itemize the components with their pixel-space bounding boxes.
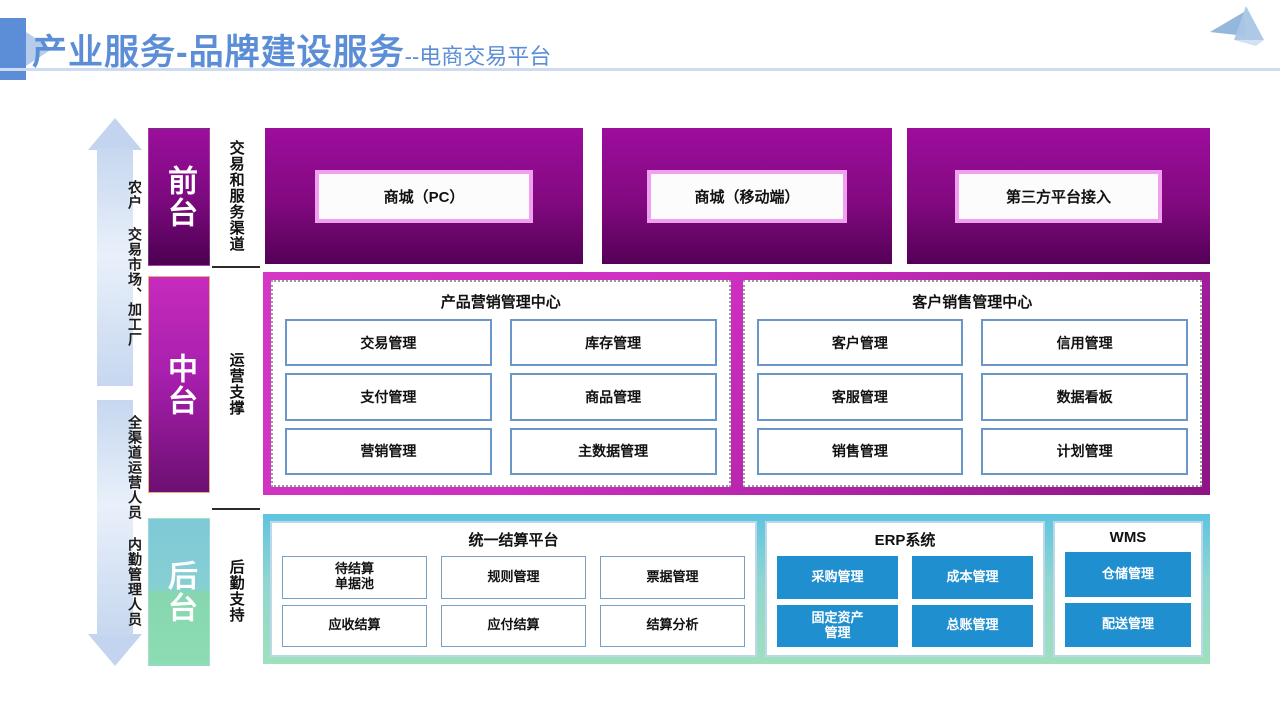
panel-product-marketing-title: 产品营销管理中心 [440,294,561,311]
divider-middle-back [212,508,260,510]
cell-marketing-mgmt[interactable]: 营销管理 [285,427,492,475]
back-tier-container: 统一结算平台 待结算单据池 规则管理 票据管理 应收结算 应付结算 结算分析 E… [263,514,1210,664]
actor-flow-arrows: 农户 交易市场、加工厂 全渠道运营人员 内勤管理人员 [88,118,143,666]
front-card-third-party-label: 第三方平台接入 [954,169,1163,223]
header-underline [0,68,1280,71]
cell-payable-settlement[interactable]: 应付结算 [441,604,586,647]
panel-settlement: 统一结算平台 待结算单据池 规则管理 票据管理 应收结算 应付结算 结算分析 [270,521,757,657]
panel-settlement-grid: 待结算单据池 规则管理 票据管理 应收结算 应付结算 结算分析 [282,556,745,647]
panel-erp-title: ERP系统 [874,532,936,549]
panel-customer-sales-grid: 客户管理 信用管理 客服管理 数据看板 销售管理 计划管理 [756,319,1188,475]
panel-wms: WMS 仓储管理 配送管理 [1053,521,1203,657]
cell-purchase-mgmt[interactable]: 采购管理 [777,556,898,599]
slide-header: 产业服务-品牌建设服务--电商交易平台 [0,18,1280,88]
arrow-up: 农户 交易市场、加工厂 [88,118,143,386]
cell-service-mgmt[interactable]: 客服管理 [756,373,964,421]
panel-erp: ERP系统 采购管理 成本管理 固定资产管理 总账管理 [765,521,1045,657]
divider-front-middle [212,266,260,268]
cell-cost-mgmt[interactable]: 成本管理 [912,556,1033,599]
cell-pending-settlement-pool[interactable]: 待结算单据池 [282,556,427,599]
cell-customer-mgmt[interactable]: 客户管理 [756,319,964,367]
cell-rule-mgmt[interactable]: 规则管理 [441,556,586,599]
cell-settlement-analysis[interactable]: 结算分析 [600,604,745,647]
cell-trade-mgmt[interactable]: 交易管理 [285,319,492,367]
page-title-main: 产业服务-品牌建设服务 [32,33,405,72]
tier-sub-front: 交易和服务渠道 [212,128,260,264]
tier-sub-back: 后勤支持 [212,518,260,664]
tier-sub-front-text: 交易和服务渠道 [227,140,245,252]
triangles-logo-icon [1210,6,1264,46]
front-card-mall-mobile-label: 商城（移动端） [647,169,847,223]
page-title: 产业服务-品牌建设服务--电商交易平台 [32,24,551,75]
arrow-down-head-icon [88,634,142,666]
tier-sub-middle-text: 运营支撑 [227,351,245,416]
cell-bill-mgmt[interactable]: 票据管理 [600,556,745,599]
arrow-up-shaft [97,148,133,386]
cell-receivable-settlement[interactable]: 应收结算 [282,604,427,647]
front-card-third-party[interactable]: 第三方平台接入 [907,128,1210,264]
panel-settlement-title: 统一结算平台 [468,532,559,549]
panel-wms-title: WMS [1109,529,1147,546]
arrow-down-shaft [97,400,133,636]
front-tier-row: 商城（PC） 商城（移动端） 第三方平台接入 [265,128,1210,264]
cell-data-dashboard[interactable]: 数据看板 [981,373,1188,421]
middle-tier-container: 产品营销管理中心 交易管理 库存管理 支付管理 商品管理 营销管理 主数据管理 … [263,272,1210,495]
cell-plan-mgmt[interactable]: 计划管理 [981,427,1188,475]
panel-wms-grid: 仓储管理 配送管理 [1065,552,1191,647]
tier-label-middle-text: 中台 [163,352,196,417]
cell-fixed-asset-mgmt[interactable]: 固定资产管理 [777,604,898,647]
tier-label-back[interactable]: 后台 [148,518,210,666]
front-card-mall-pc-label: 商城（PC） [315,169,533,223]
panel-product-marketing-grid: 交易管理 库存管理 支付管理 商品管理 营销管理 主数据管理 [285,319,717,475]
arrow-down: 全渠道运营人员 内勤管理人员 [88,400,143,666]
front-card-mall-mobile[interactable]: 商城（移动端） [602,128,892,264]
tier-sub-back-text: 后勤支持 [227,559,245,623]
cell-payment-mgmt[interactable]: 支付管理 [285,373,492,421]
tier-label-middle[interactable]: 中台 [148,276,210,493]
cell-inventory-mgmt[interactable]: 库存管理 [509,319,717,367]
page-title-sub: --电商交易平台 [404,44,552,69]
cell-warehouse-mgmt[interactable]: 仓储管理 [1065,552,1191,597]
panel-customer-sales-title: 客户销售管理中心 [912,294,1033,311]
tier-sub-middle: 运营支撑 [212,276,260,491]
arrow-down-label: 全渠道运营人员 内勤管理人员 [127,415,143,627]
front-card-mall-pc[interactable]: 商城（PC） [265,128,583,264]
cell-master-data-mgmt[interactable]: 主数据管理 [509,427,717,475]
arrow-up-label: 农户 交易市场、加工厂 [127,179,143,347]
cell-ledger-mgmt[interactable]: 总账管理 [912,604,1033,647]
tier-label-back-text: 后台 [163,560,196,624]
cell-delivery-mgmt[interactable]: 配送管理 [1065,602,1191,647]
panel-customer-sales: 客户销售管理中心 客户管理 信用管理 客服管理 数据看板 销售管理 计划管理 [742,280,1202,487]
arrow-up-head-icon [88,118,142,150]
tier-label-front[interactable]: 前台 [148,128,210,266]
cell-sales-mgmt[interactable]: 销售管理 [756,427,964,475]
cell-goods-mgmt[interactable]: 商品管理 [509,373,717,421]
header-wedge-icon [26,32,52,66]
cell-credit-mgmt[interactable]: 信用管理 [981,319,1188,367]
panel-product-marketing: 产品营销管理中心 交易管理 库存管理 支付管理 商品管理 营销管理 主数据管理 [271,280,731,487]
panel-erp-grid: 采购管理 成本管理 固定资产管理 总账管理 [777,556,1033,647]
tier-label-front-text: 前台 [163,165,196,229]
